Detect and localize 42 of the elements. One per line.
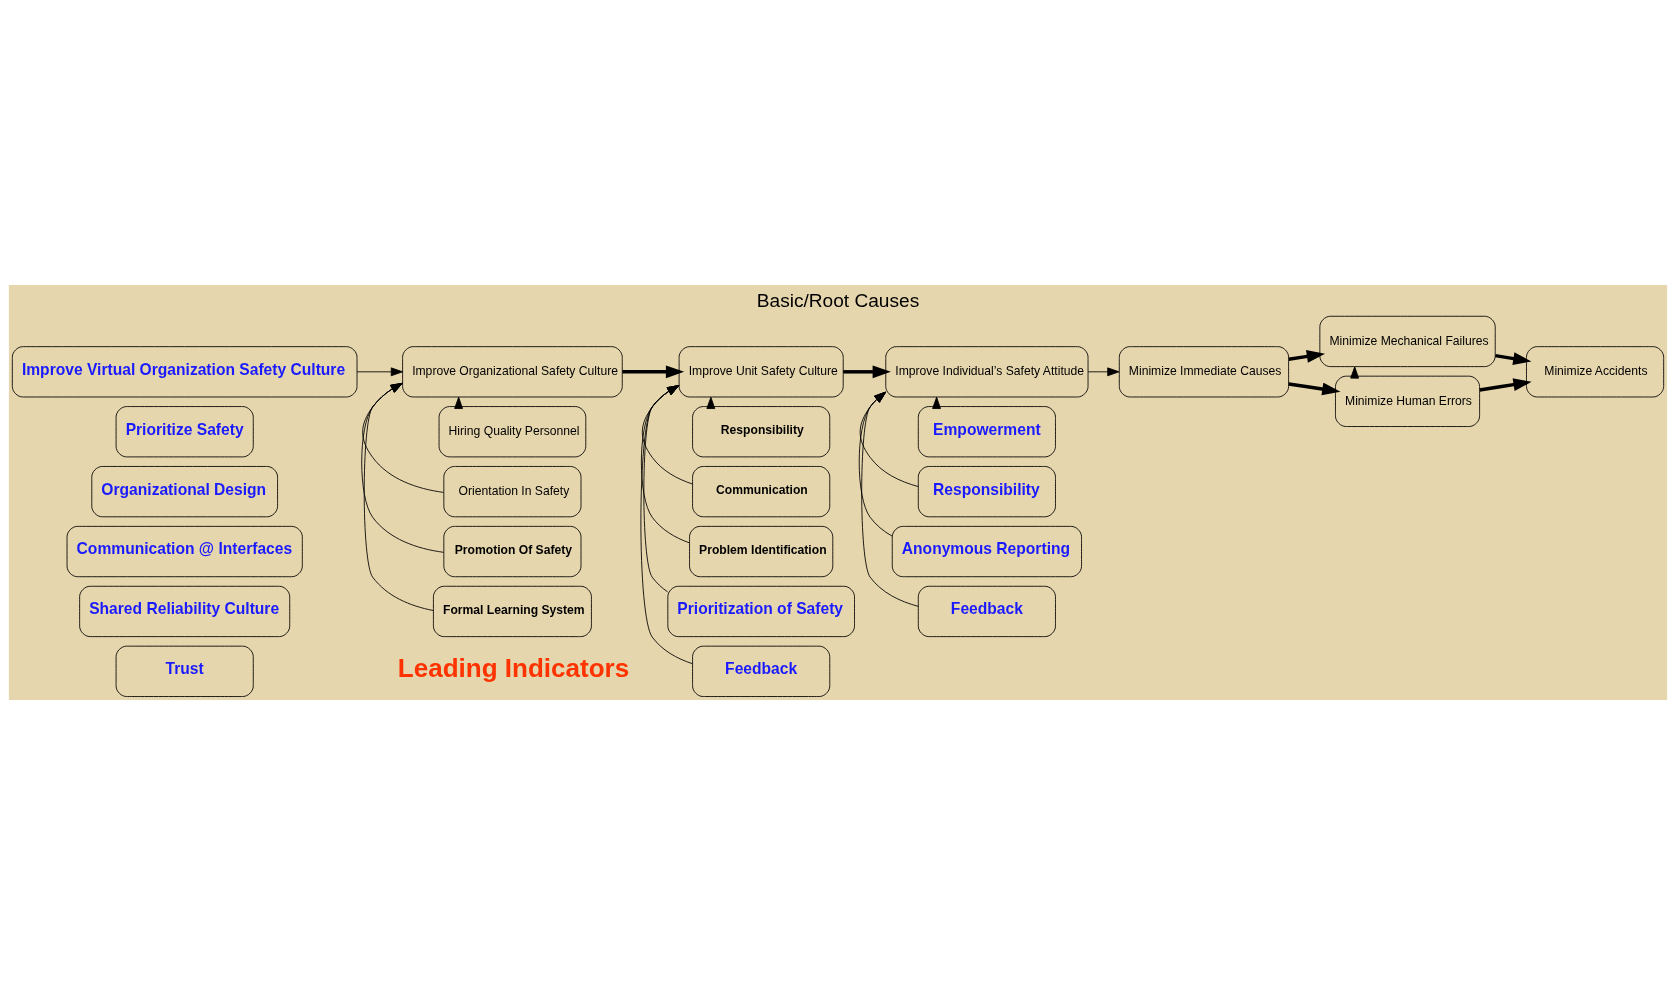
arrow bbox=[643, 385, 680, 593]
node-box: Anonymous Reporting bbox=[891, 525, 1082, 578]
node-box: Minimize Immediate Causes bbox=[1118, 346, 1290, 398]
node-box: Communication @ Interfaces bbox=[66, 525, 303, 578]
arrow bbox=[641, 385, 693, 485]
node-box: Improve Individual’s Safety Attitude bbox=[885, 346, 1089, 398]
arrow bbox=[361, 382, 444, 553]
node-box: Trust bbox=[115, 645, 254, 697]
node-box: Promotion Of Safety bbox=[443, 525, 582, 578]
arrow bbox=[843, 365, 891, 379]
node-box: Minimize Accidents bbox=[1526, 346, 1665, 398]
node-box: Feedback bbox=[917, 585, 1056, 638]
arrow bbox=[1479, 378, 1532, 392]
node-box: Responsibility bbox=[917, 466, 1056, 518]
node-box: Problem Identification bbox=[689, 525, 834, 578]
arrow bbox=[356, 367, 403, 377]
node-box: Improve Unit Safety Culture bbox=[678, 346, 844, 398]
arrow bbox=[858, 391, 893, 537]
arrow bbox=[1495, 352, 1532, 365]
node-box: Prioritize Safety bbox=[115, 406, 254, 458]
node-box: Communication bbox=[692, 466, 831, 518]
arrow bbox=[1288, 350, 1326, 363]
arrow bbox=[1087, 367, 1120, 377]
arrow bbox=[640, 385, 693, 665]
arrow bbox=[622, 365, 685, 379]
node-box: Prioritization of Safety bbox=[667, 585, 855, 638]
node-box: Orientation In Safety bbox=[443, 466, 582, 518]
arrow bbox=[363, 382, 434, 611]
arrow bbox=[362, 382, 444, 493]
node-box: Shared Reliability Culture bbox=[79, 585, 291, 638]
node-box: Improve Virtual Organization Safety Culture bbox=[11, 346, 358, 398]
arrow bbox=[859, 391, 919, 487]
node-box: Organizational Design bbox=[91, 466, 278, 518]
diagram-title: Basic/Root Causes bbox=[756, 290, 920, 312]
arrow bbox=[861, 391, 919, 607]
caption: Leading Indicators bbox=[397, 652, 630, 683]
arrow bbox=[1288, 382, 1341, 396]
node-box: Minimize Mechanical Failures bbox=[1319, 315, 1496, 368]
node-box: Formal Learning System bbox=[433, 585, 592, 638]
arrow bbox=[640, 385, 690, 544]
node-box: Improve Organizational Safety Culture bbox=[402, 346, 623, 398]
node-box: Feedback bbox=[692, 645, 831, 697]
